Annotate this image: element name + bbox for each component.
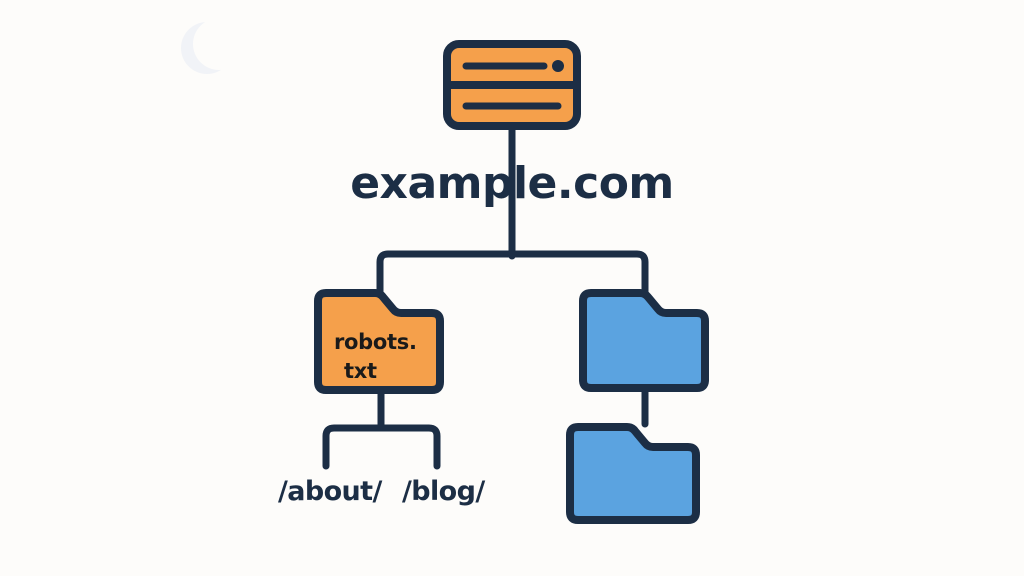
background-watermark bbox=[181, 18, 245, 74]
connector-lines bbox=[322, 121, 649, 470]
folder-blue-lower[interactable] bbox=[566, 423, 700, 524]
folder-robots-txt[interactable]: robots. txt bbox=[314, 289, 444, 394]
folder-blue-lower-shape bbox=[566, 423, 700, 524]
path-label-about: /about/ bbox=[278, 476, 382, 507]
server-icon-led bbox=[552, 60, 564, 72]
folder-blue-upper-shape bbox=[579, 289, 709, 392]
folder-blue-upper[interactable] bbox=[579, 289, 709, 392]
server-icon[interactable] bbox=[443, 40, 581, 130]
connector-split-bracket bbox=[376, 250, 649, 296]
connector-paths-bracket bbox=[322, 424, 441, 470]
folder-robots-shape bbox=[314, 289, 444, 394]
folder-robots-label-line2: txt bbox=[344, 359, 377, 383]
path-label-blog: /blog/ bbox=[402, 476, 485, 507]
folder-robots-label-line1: robots. bbox=[334, 330, 417, 354]
root-domain-title: example.com bbox=[350, 158, 674, 209]
